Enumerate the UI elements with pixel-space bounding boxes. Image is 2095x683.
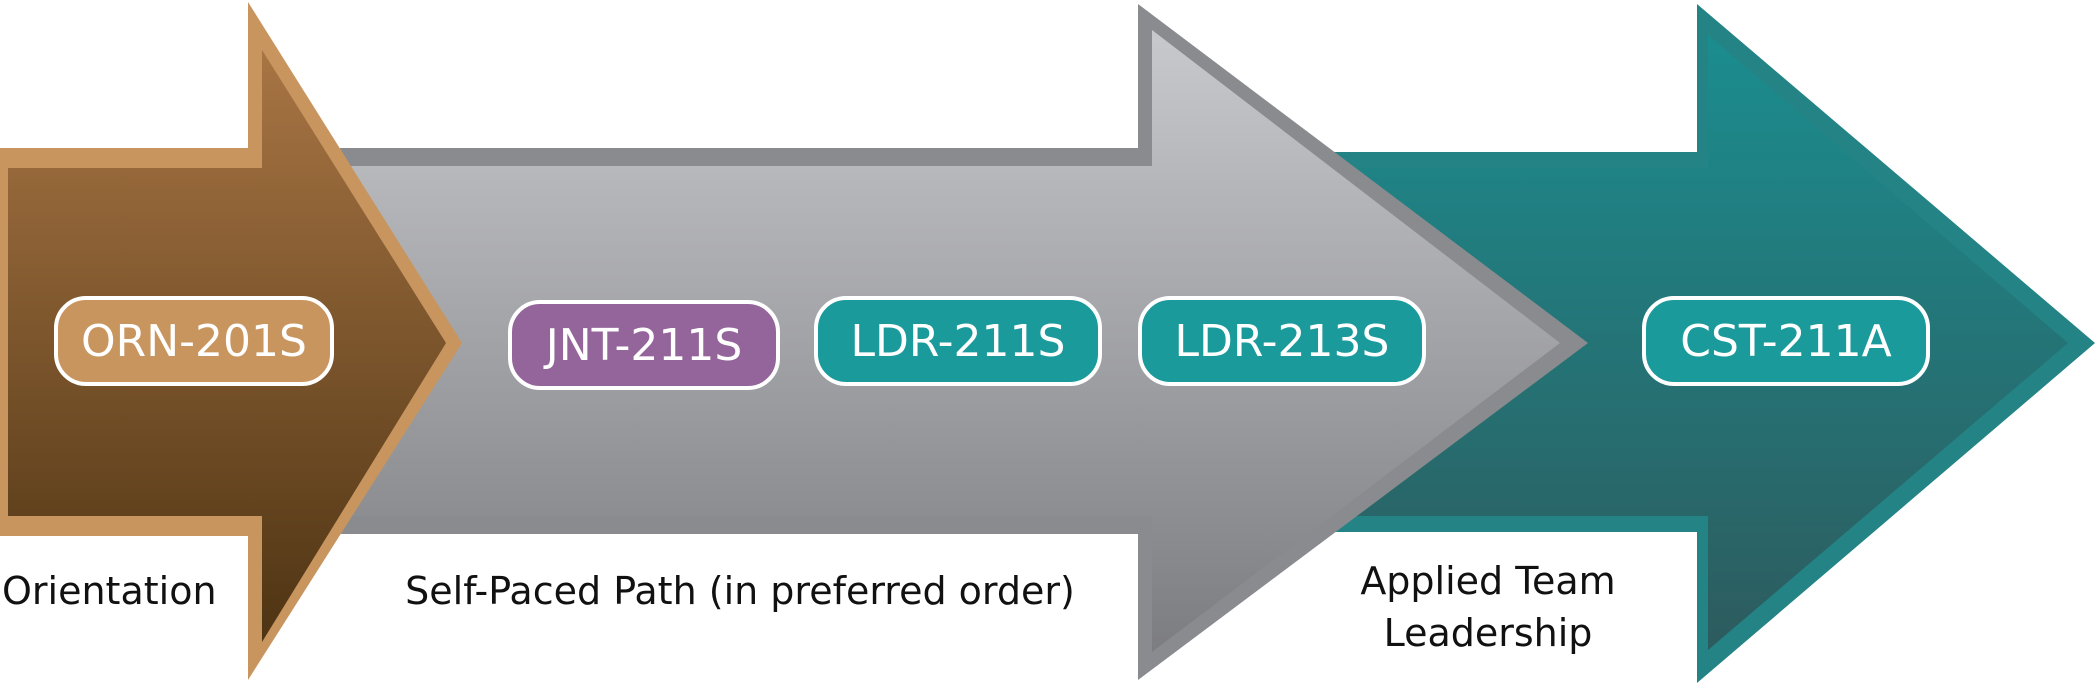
- course-code: LDR-211S: [851, 316, 1066, 367]
- course-code: CST-211A: [1680, 316, 1891, 367]
- course-pill[interactable]: JNT-211S: [508, 300, 780, 390]
- course-code: ORN-201S: [81, 316, 307, 367]
- course-code: LDR-213S: [1175, 316, 1390, 367]
- stage-caption-self-paced: Self-Paced Path (in preferred order): [405, 569, 1075, 613]
- course-pill[interactable]: CST-211A: [1642, 296, 1930, 386]
- stage-caption-applied-line-1: Applied Team: [1360, 559, 1615, 603]
- course-code: JNT-211S: [543, 320, 743, 371]
- stage-caption-applied-line-2: Leadership: [1384, 611, 1593, 655]
- course-pill[interactable]: LDR-211S: [814, 296, 1102, 386]
- course-pill[interactable]: ORN-201S: [54, 296, 334, 386]
- course-pill[interactable]: LDR-213S: [1138, 296, 1426, 386]
- stage-caption-orientation: Orientation: [2, 569, 217, 613]
